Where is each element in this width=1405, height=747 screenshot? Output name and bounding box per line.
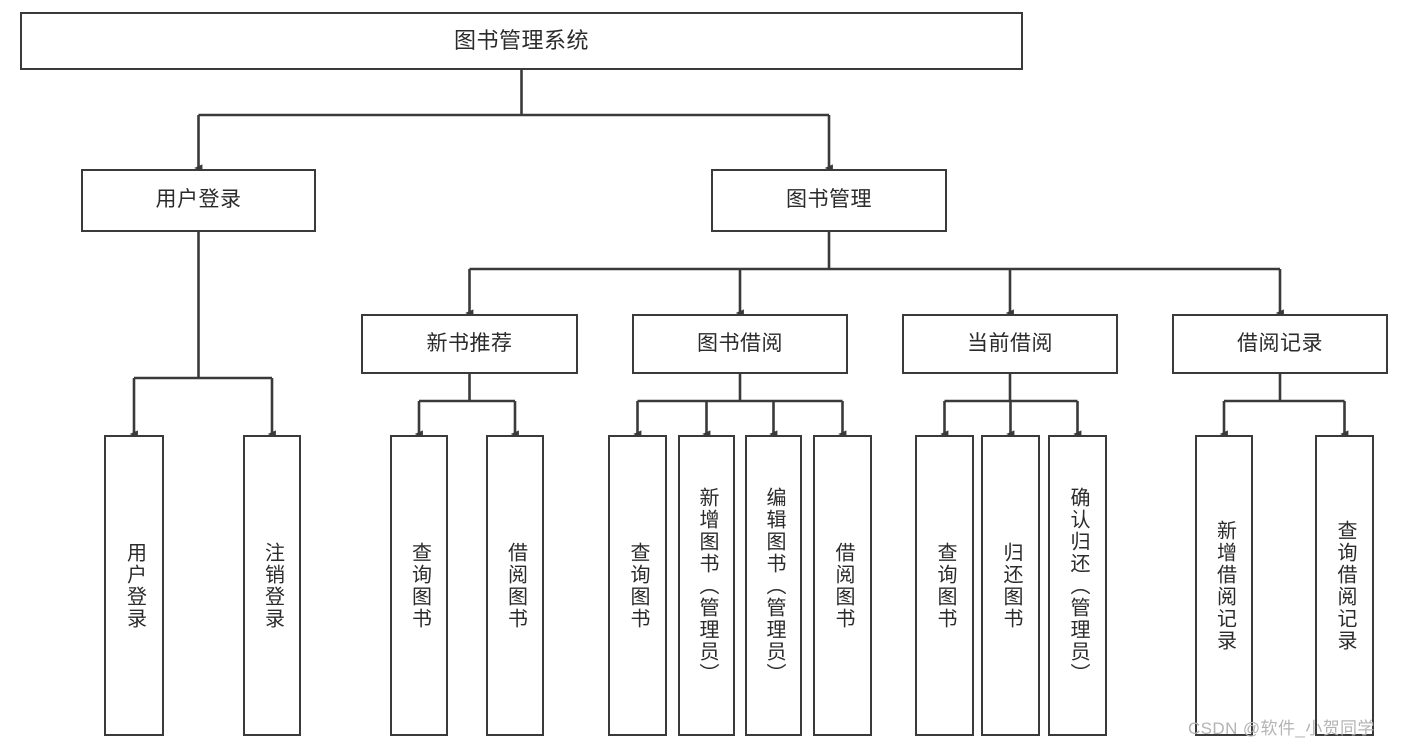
node-label: 图书管理 [786,188,872,212]
node-label: 查询图书 [627,541,649,630]
node-leaf-borrow-book-1[interactable]: 借阅图书 [486,435,544,736]
node-label: 用户登录 [123,541,146,630]
node-leaf-add-record[interactable]: 新增借阅记录 [1195,435,1253,736]
node-label: 查询图书 [408,541,431,630]
node-leaf-add-book[interactable]: 新增图书（管理员） [678,435,735,736]
node-label: 借阅图书 [832,541,854,630]
node-book-borrow[interactable]: 图书借阅 [632,314,848,374]
node-leaf-query-record[interactable]: 查询借阅记录 [1315,435,1374,736]
node-label: 归还图书 [1000,541,1022,630]
node-label: 借阅记录 [1237,331,1323,355]
node-leaf-confirm-return[interactable]: 确认归还（管理员） [1048,435,1107,736]
node-leaf-user-login[interactable]: 用户登录 [104,435,164,736]
node-leaf-edit-book[interactable]: 编辑图书（管理员） [745,435,802,736]
node-user-login[interactable]: 用户登录 [81,169,316,232]
node-label: 编辑图书（管理员） [763,486,785,685]
node-book-management[interactable]: 图书管理 [711,169,947,232]
node-leaf-return-book[interactable]: 归还图书 [981,435,1040,736]
node-label: 查询借阅记录 [1334,519,1356,652]
node-label: 注销登录 [261,541,284,630]
node-root-system[interactable]: 图书管理系统 [20,12,1023,70]
node-label: 图书借阅 [697,331,783,355]
node-leaf-query-book-2[interactable]: 查询图书 [608,435,667,736]
node-leaf-borrow-book-2[interactable]: 借阅图书 [813,435,872,736]
node-label: 借阅图书 [504,541,527,630]
node-label: 新书推荐 [426,331,513,355]
node-label: 用户登录 [155,188,242,212]
watermark-text: CSDN @软件_小贺同学 [1188,719,1375,738]
node-leaf-query-book-3[interactable]: 查询图书 [915,435,974,736]
node-borrow-record[interactable]: 借阅记录 [1172,314,1388,374]
node-label: 当前借阅 [967,331,1053,355]
node-label: 新增借阅记录 [1213,519,1236,652]
node-label: 查询图书 [934,541,956,630]
node-label: 新增图书（管理员） [696,486,718,685]
node-label: 确认归还（管理员） [1067,486,1089,685]
node-leaf-query-book-1[interactable]: 查询图书 [390,435,448,736]
node-new-book-recommend[interactable]: 新书推荐 [361,314,578,374]
node-current-borrow[interactable]: 当前借阅 [902,314,1118,374]
node-leaf-logout[interactable]: 注销登录 [243,435,301,736]
node-label: 图书管理系统 [453,28,589,54]
